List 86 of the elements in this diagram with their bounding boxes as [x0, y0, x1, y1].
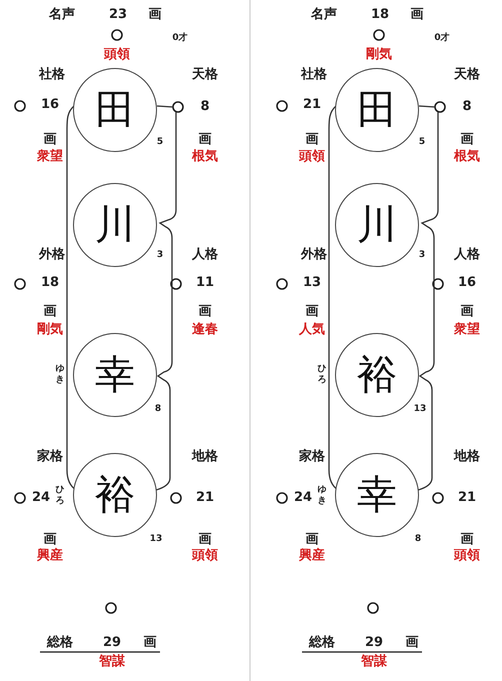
- fortune-text: 根気: [454, 150, 480, 164]
- furigana-text: ひろ: [55, 485, 65, 507]
- number-text: 18: [40, 276, 60, 290]
- kanji-character: 川: [95, 205, 135, 245]
- label-text: 天格: [454, 68, 480, 82]
- number-text: 16: [40, 98, 60, 112]
- label-text: 外格: [301, 248, 327, 262]
- kanji-character: 幸: [357, 475, 397, 515]
- fortune-text: 頭領: [299, 150, 325, 164]
- stroke-count: 8: [154, 405, 162, 415]
- number-text: 29: [102, 636, 122, 650]
- fortune-text: 衆望: [37, 150, 63, 164]
- stroke-count: 3: [156, 251, 164, 261]
- stroke-count: 5: [156, 138, 164, 148]
- kanji-character: 川: [357, 205, 397, 245]
- number-text: 16: [458, 276, 476, 290]
- fortune-text: 人気: [299, 322, 325, 338]
- fortune-text: 頭領: [104, 48, 130, 62]
- label-text: 家格: [37, 450, 63, 464]
- label-text: 画: [198, 132, 212, 148]
- kanji-character: 幸: [95, 355, 135, 395]
- fortune-text: 興産: [299, 548, 325, 564]
- label-text: 画: [44, 532, 56, 548]
- number-text: 8: [200, 100, 210, 114]
- fortune-text: 興産: [37, 548, 63, 564]
- number-text: 8: [462, 100, 472, 114]
- number-text: 29: [364, 636, 384, 650]
- number-text: 24: [294, 490, 312, 506]
- stroke-count: 3: [418, 251, 426, 261]
- stroke-count: 5: [418, 138, 426, 148]
- label-text: 社格: [39, 68, 65, 82]
- fortune-text: 頭領: [192, 548, 218, 564]
- label-text: 画: [460, 132, 474, 148]
- label-text: 画: [306, 132, 318, 148]
- label-text: 画: [198, 532, 212, 548]
- fortune-text: 頭領: [454, 548, 480, 564]
- number-text: 11: [196, 276, 214, 290]
- label-text: 画: [198, 304, 212, 320]
- kanji-character: 田: [95, 90, 135, 130]
- furigana-text: ゆき: [55, 364, 65, 386]
- label-text: 画: [306, 304, 318, 320]
- furigana-text: ゆき: [317, 485, 327, 507]
- label-text: 画: [460, 304, 474, 320]
- label-text: 人格: [454, 248, 480, 262]
- label-text: 画: [148, 8, 162, 22]
- label-text: 外格: [39, 248, 65, 262]
- label-text: 画: [410, 8, 424, 22]
- number-text: 23: [108, 8, 128, 22]
- fortune-text: 衆望: [454, 322, 480, 338]
- stroke-count: 13: [150, 535, 162, 545]
- label-text: 画: [144, 636, 156, 650]
- label-text: 名声: [311, 8, 337, 22]
- number-text: 13: [302, 276, 322, 290]
- label-text: 家格: [299, 450, 325, 464]
- number-text: 24: [32, 490, 50, 506]
- kanji-character: 裕: [357, 355, 397, 395]
- fortune-text: 逢春: [192, 322, 218, 338]
- fortune-text: 根気: [192, 150, 218, 164]
- label-text: 天格: [192, 68, 218, 82]
- number-text: 21: [302, 98, 322, 112]
- label-text: 名声: [49, 8, 75, 22]
- label-text: 地格: [192, 450, 218, 464]
- label-text: 総格: [47, 636, 73, 650]
- number-text: 21: [196, 490, 214, 506]
- label-text: 画: [460, 532, 474, 548]
- stroke-count: 8: [414, 535, 422, 545]
- kanji-character: 裕: [95, 475, 135, 515]
- age-text: 0才: [434, 34, 450, 44]
- label-text: 画: [44, 132, 56, 148]
- kanji-character: 田: [357, 90, 397, 130]
- label-text: 地格: [454, 450, 480, 464]
- label-text: 画: [44, 304, 56, 320]
- number-text: 18: [370, 8, 390, 22]
- fortune-text: 剛気: [37, 322, 63, 338]
- label-text: 画: [306, 532, 318, 548]
- number-text: 21: [458, 490, 476, 506]
- age-text: 0才: [172, 34, 188, 44]
- label-text: 画: [406, 636, 418, 650]
- furigana-text: ひろ: [317, 364, 327, 386]
- label-text: 社格: [301, 68, 327, 82]
- label-text: 総格: [309, 636, 335, 650]
- stroke-count: 13: [414, 405, 426, 415]
- fortune-text: 智謀: [99, 654, 125, 670]
- fortune-text: 剛気: [366, 48, 392, 62]
- label-text: 人格: [192, 248, 218, 262]
- fortune-text: 智謀: [361, 654, 387, 670]
